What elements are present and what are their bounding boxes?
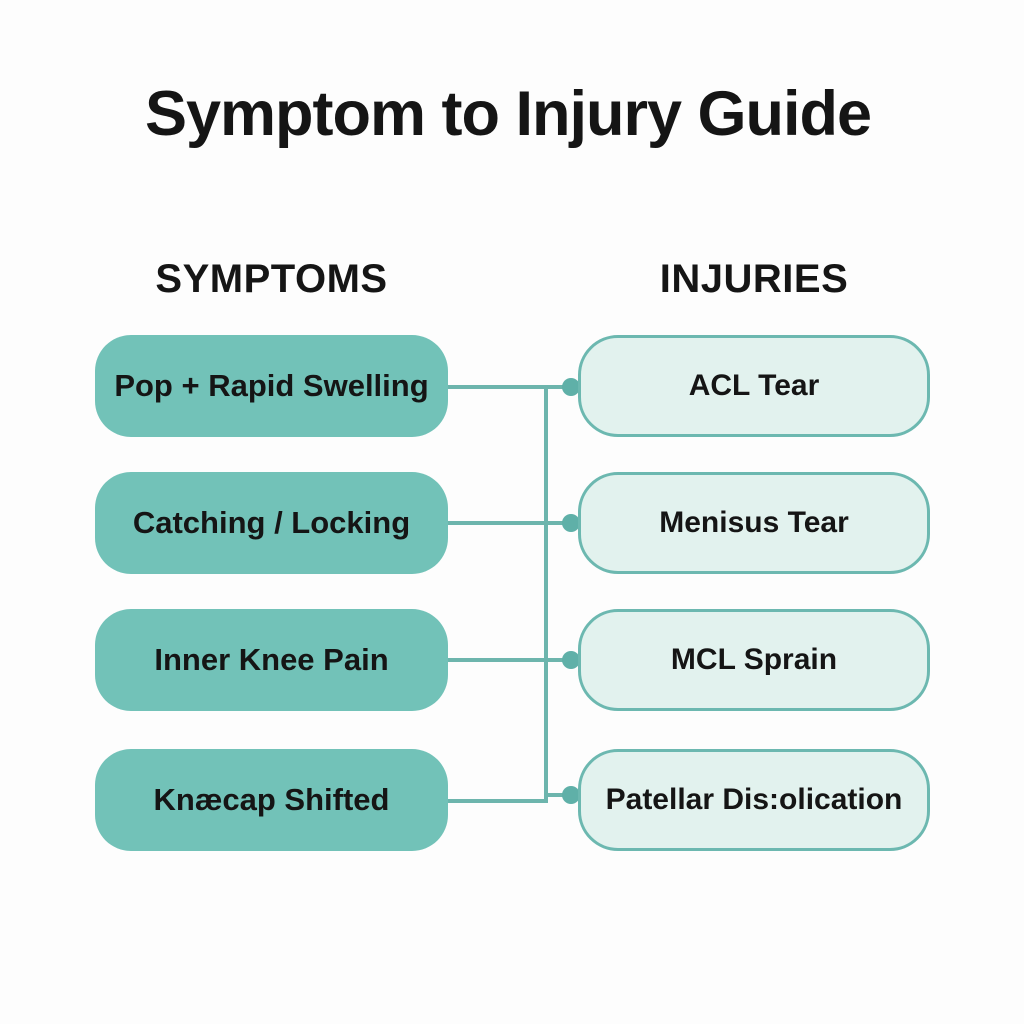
connector-dot-row1 [562, 378, 580, 396]
symptom-label: Inner Knee Pain [154, 642, 389, 677]
connector-dot-row2 [562, 514, 580, 532]
symptom-label: Pop + Rapid Swelling [114, 368, 429, 403]
connector-dot-row4 [562, 786, 580, 804]
symptom-label: Catching / Locking [132, 505, 411, 540]
injury-label: ACL Tear [688, 369, 820, 402]
injury-box-acl-tear: ACL Tear [578, 335, 930, 437]
injury-box-mcl-sprain: MCL Sprain [578, 609, 930, 711]
symptoms-column-header: SYMPTOMS [155, 257, 388, 301]
page-title: Symptom to Injury Guide [144, 79, 872, 149]
injury-box-patellar-dislocation: Patellar Dis:olication [578, 749, 930, 851]
injuries-column-header: INJURIES [659, 257, 849, 301]
symptom-box-catching-locking: Catching / Locking [95, 472, 448, 574]
symptom-box-kneecap-shifted: Knæcap Shifted [95, 749, 448, 851]
injury-label: Menisus Tear [659, 506, 849, 539]
injury-label: Patellar Dis:olication [605, 783, 903, 816]
injury-label: MCL Sprain [670, 643, 838, 676]
symptom-box-pop-rapid-swelling: Pop + Rapid Swelling [95, 335, 448, 437]
symptom-label: Knæcap Shifted [153, 782, 390, 817]
connector-dot-row3 [562, 651, 580, 669]
injury-box-meniscus-tear: Menisus Tear [578, 472, 930, 574]
symptom-box-inner-knee-pain: Inner Knee Pain [95, 609, 448, 711]
